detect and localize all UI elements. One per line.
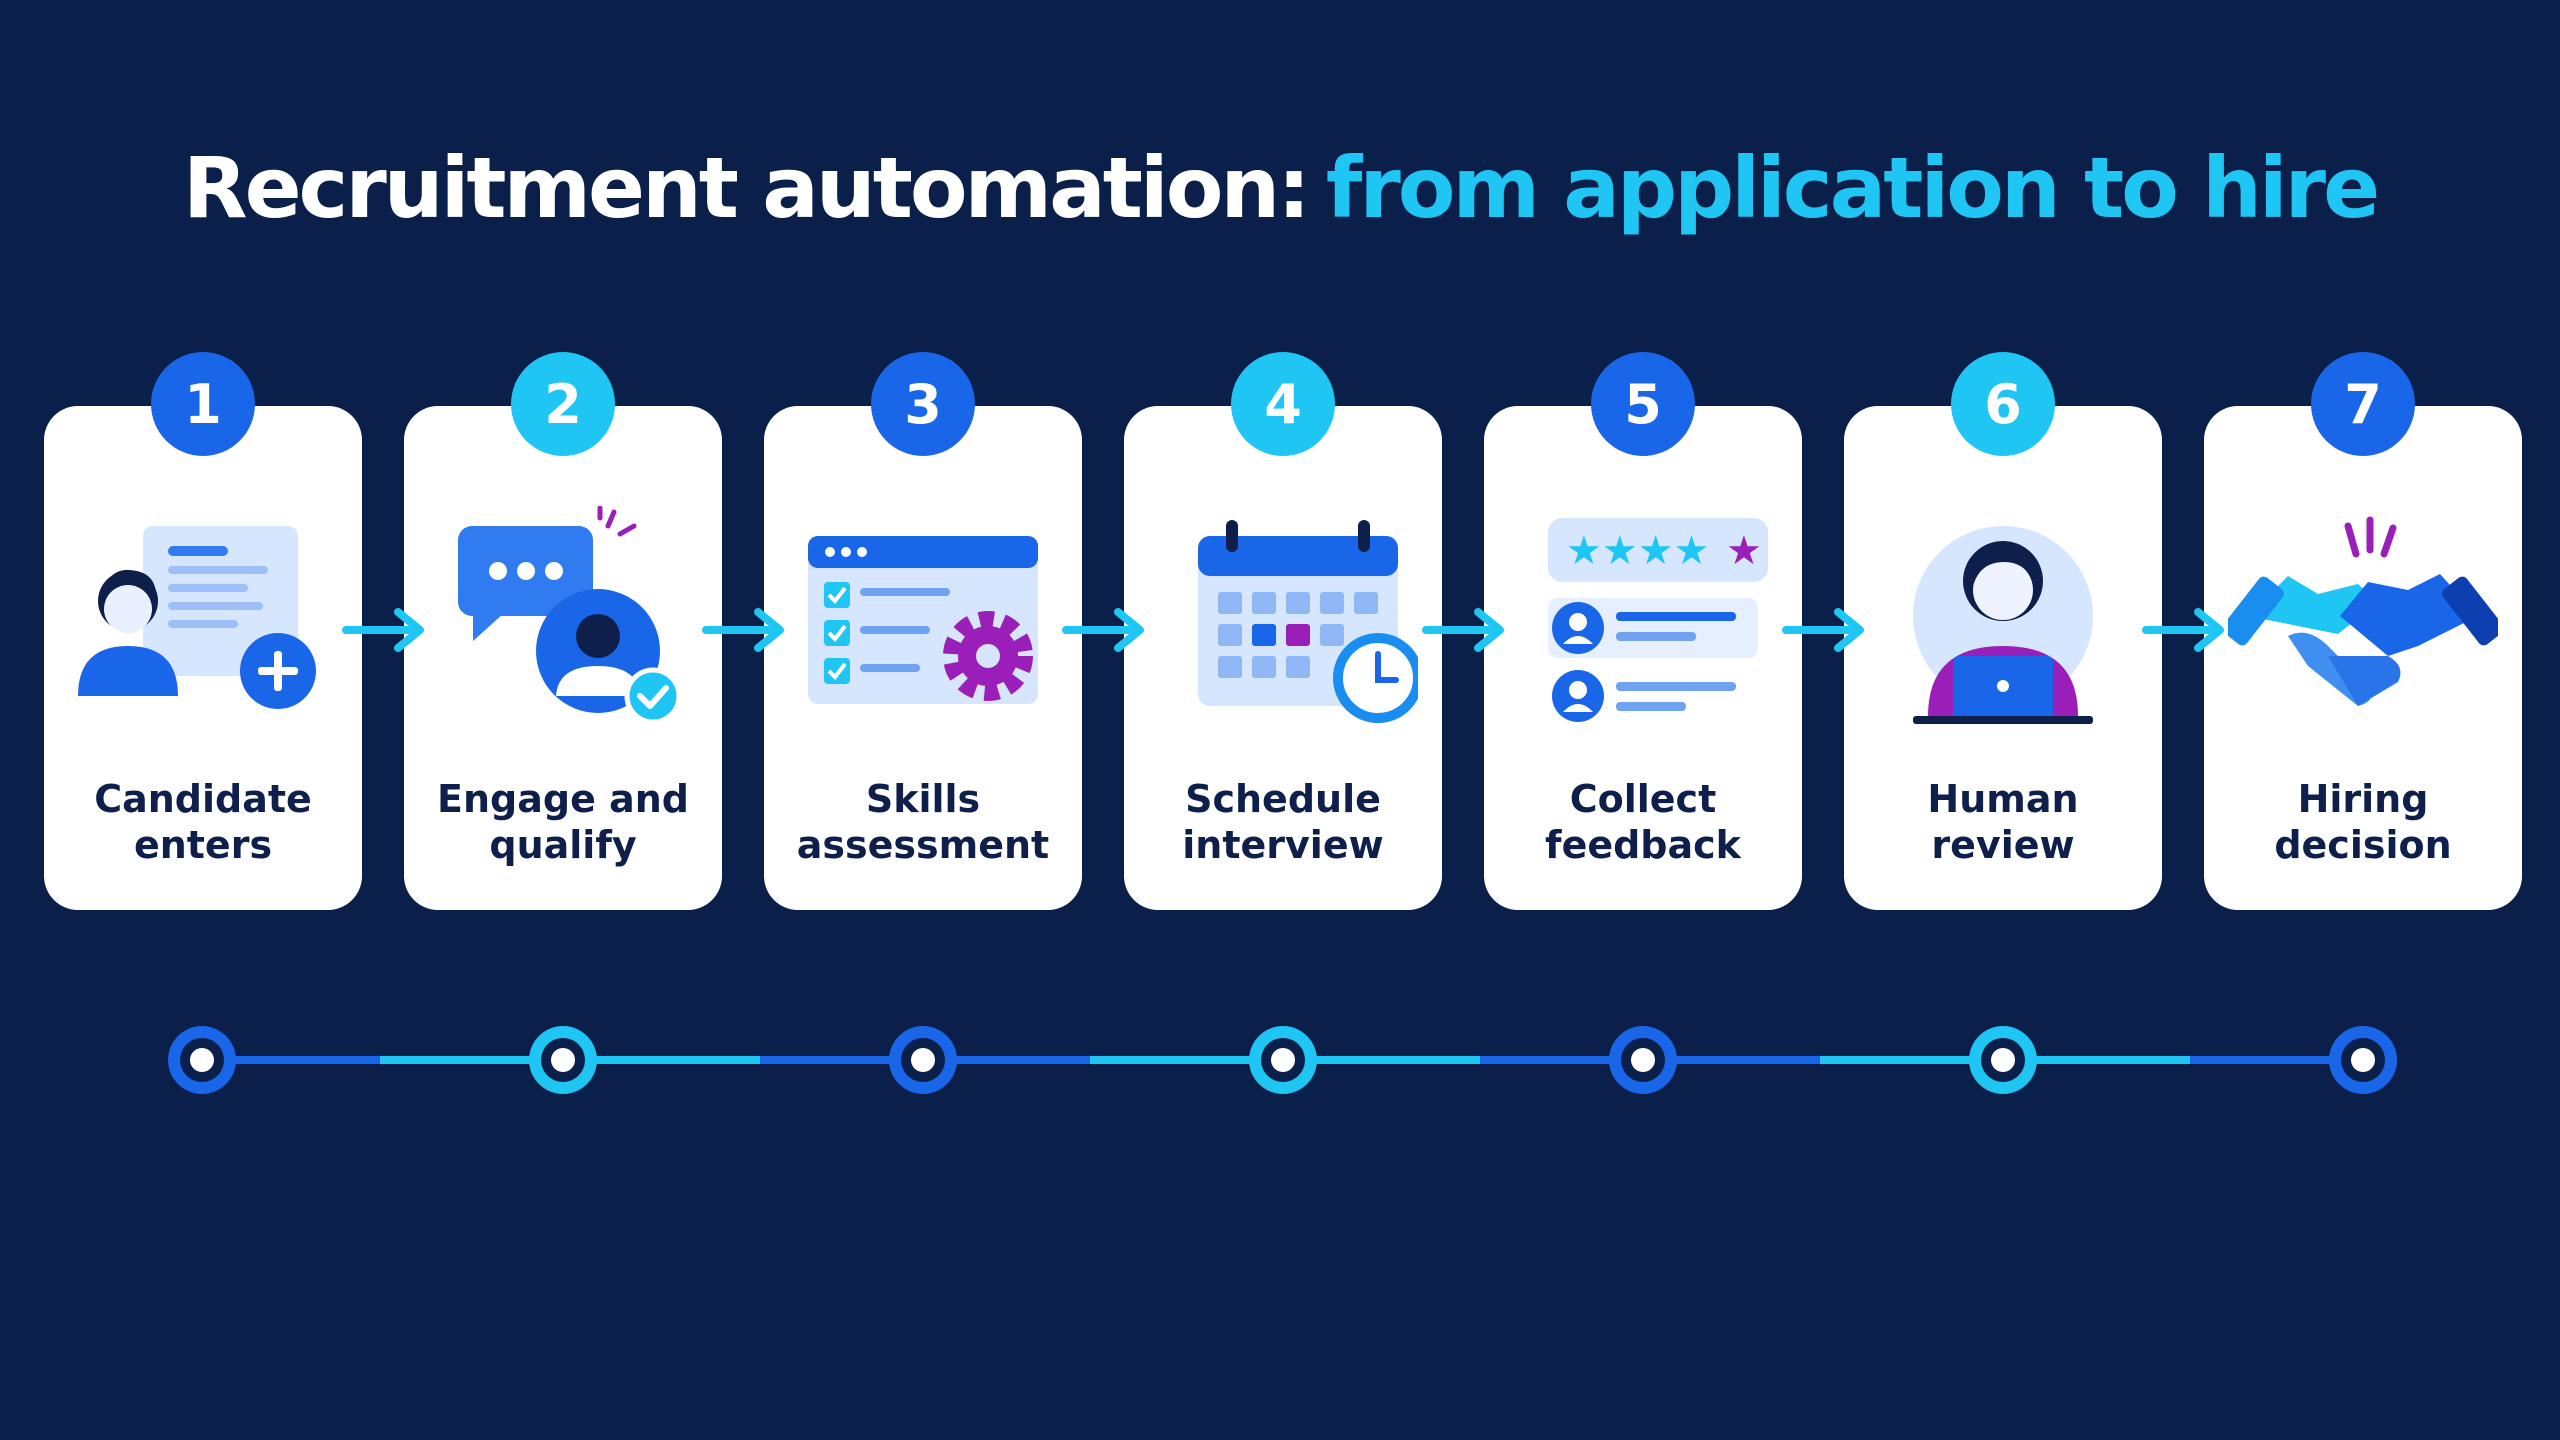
title-main: Recruitment automation: (182, 139, 1311, 237)
candidate-profile-icon (78, 526, 316, 709)
step-number-badge: 5 (1591, 352, 1695, 456)
arrow-right-icon (2142, 608, 2224, 652)
step-number-badge: 3 (871, 352, 975, 456)
progress-timeline (168, 1026, 2397, 1094)
arrow-right-icon (1782, 608, 1864, 652)
handshake-icon (2228, 516, 2498, 706)
step-number-badge: 7 (2311, 352, 2415, 456)
assessment-checklist-icon (808, 536, 1038, 704)
svg-text:★: ★ (1726, 528, 1762, 574)
step-card-6: 6 Human review (1844, 352, 2162, 910)
step-card-7: 7 Hiring decision (2204, 352, 2522, 910)
timeline-node-5 (1609, 1026, 1677, 1094)
timeline-node-3 (889, 1026, 957, 1094)
step-label: Engage and qualify (437, 777, 689, 867)
step-number-badge: 1 (151, 352, 255, 456)
arrow-right-icon (702, 608, 784, 652)
timeline-node-2 (529, 1026, 597, 1094)
step-label: Skills assessment (796, 777, 1050, 867)
rating-feedback-icon: ★★★★ ★ (1548, 518, 1768, 722)
step-card-3: 3 Skills assessment (764, 352, 1082, 910)
person-laptop-icon (1913, 526, 2093, 724)
step-number-badge: 4 (1231, 352, 1335, 456)
timeline-node-4 (1249, 1026, 1317, 1094)
step-label: Collect feedback (1545, 777, 1741, 867)
step-number-badge: 6 (1951, 352, 2055, 456)
arrow-right-icon (1422, 608, 1504, 652)
page-title: Recruitment automation:from application … (0, 138, 2560, 238)
step-card-5: 5 ★★★★ ★ Collect feedback (1484, 352, 1802, 910)
step-label: Human review (1927, 777, 2079, 867)
step-card-2: 2 Engage and qualify (404, 352, 722, 910)
step-label: Hiring decision (2274, 777, 2452, 867)
calendar-clock-icon (1198, 520, 1418, 723)
step-card-4: 4 Schedule interview (1124, 352, 1442, 910)
arrow-right-icon (342, 608, 424, 652)
step-number-badge: 2 (511, 352, 615, 456)
timeline-node-6 (1969, 1026, 2037, 1094)
arrow-right-icon (1062, 608, 1144, 652)
svg-text:★★★★: ★★★★ (1566, 528, 1709, 574)
step-label: Schedule interview (1182, 777, 1384, 867)
timeline-node-1 (168, 1026, 236, 1094)
chat-qualify-icon (458, 506, 682, 725)
step-card-1: 1 Candidate enters (44, 352, 362, 910)
timeline-node-7 (2329, 1026, 2397, 1094)
title-accent: from application to hire (1325, 139, 2380, 237)
step-label: Candidate enters (94, 777, 312, 867)
